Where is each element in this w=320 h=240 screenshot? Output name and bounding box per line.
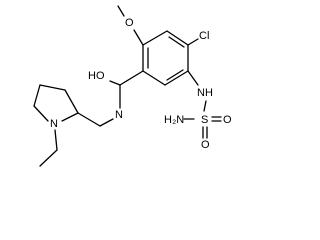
bond-ring-inner-2	[168, 36, 185, 48]
bond-pyr-1	[64, 89, 79, 114]
bond-n-ch2	[99, 118, 114, 127]
atom-sulfonyl-oxygen-right: O	[223, 114, 232, 126]
bond-ch2-pyrrolidine	[77, 112, 101, 127]
bond-ring-5	[142, 70, 166, 86]
bond-methyl-o	[117, 5, 125, 17]
atom-methoxy-oxygen: O	[125, 17, 134, 29]
atom-labels: HO O Cl N N NH H₂N S O O	[50, 17, 232, 151]
atom-hydroxyl-oxygen: HO	[88, 70, 105, 82]
bond-ethyl-2	[39, 149, 58, 167]
atom-sulfur: S	[201, 114, 208, 126]
bond-ring-2	[166, 30, 189, 46]
chemical-structure-diagram: HO O Cl N N NH H₂N S O O	[33, 5, 232, 167]
atom-chlorine: Cl	[199, 30, 209, 42]
bond-n-ethyl-1	[54, 129, 58, 151]
bond-pyr-5	[61, 112, 79, 122]
bond-ring-cl	[187, 38, 199, 46]
bond-ring-nh	[187, 70, 199, 86]
bond-nh-s	[203, 100, 207, 112]
atom-sulfonamide-nh: NH	[197, 87, 213, 99]
bond-ring-4	[164, 70, 189, 86]
bond-pyr-3	[33, 84, 41, 107]
atom-pyrrolidine-nitrogen: N	[50, 118, 58, 130]
bond-o-ring	[133, 29, 144, 46]
bond-ring-inner-3	[166, 69, 184, 81]
atom-amide-nitrogen: N	[115, 109, 123, 121]
bond-pyr-4	[33, 105, 49, 122]
atom-sulfamoyl-nh2: H₂N	[164, 114, 184, 126]
bond-ring-carbonyl	[119, 70, 144, 86]
bonds	[33, 5, 222, 167]
bond-pyr-2	[39, 84, 66, 91]
bond-ring-1	[142, 30, 168, 46]
atom-sulfonyl-oxygen-left: O	[201, 139, 210, 151]
bond-carbonyl-oh	[109, 80, 121, 86]
